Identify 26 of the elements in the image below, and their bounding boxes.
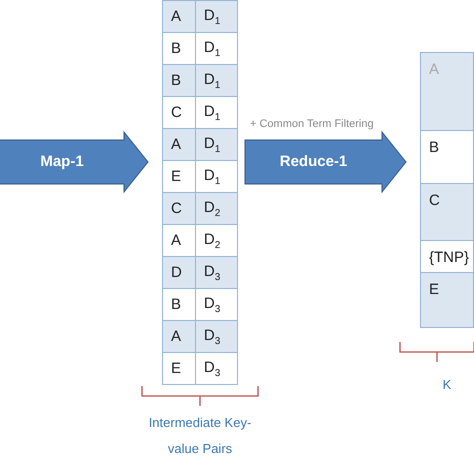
table-cell: D$_{3}$ [195,320,238,352]
table-cell: B [162,64,196,96]
edge-label: Map-1 [39,153,85,170]
table-cell: D [162,256,196,288]
table-cell: C [162,192,196,224]
table-cell: D$_{1}$ [195,0,238,32]
block-arrow [0,130,149,194]
table-cell: D$_{1}$ [195,128,238,160]
table-cell: C [420,184,474,240]
table-cell: E [162,352,196,384]
edge-label: Reduce-1 [278,153,348,170]
table-cell: E [420,272,474,328]
table-cell: A [162,0,196,32]
table-cell: D$_{3}$ [195,256,238,288]
table-caption: K [442,376,452,394]
table-cell: A [420,52,474,130]
table-cell: A [162,320,196,352]
table-cell: A [162,128,196,160]
note-text: + Common Term Filtering [250,118,374,130]
data-table [420,52,474,328]
table-cell: D$_{1}$ [195,64,238,96]
block-arrow [244,130,407,194]
data-table [162,0,238,385]
table-caption: Intermediate Key-value Pairs [148,414,252,458]
table-cell: D$_{3}$ [195,352,238,384]
table-cell: D$_{2}$ [195,192,238,224]
